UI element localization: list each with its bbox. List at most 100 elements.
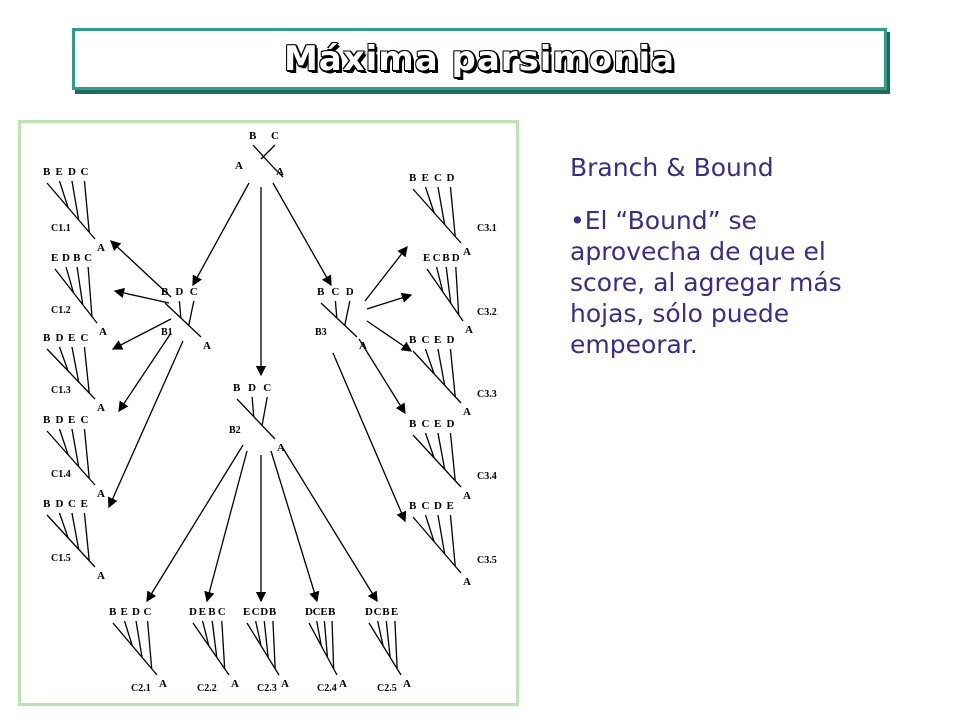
taxon-label: E bbox=[421, 172, 428, 184]
tree-id: C2.4 bbox=[317, 683, 337, 694]
taxon-label: C bbox=[421, 418, 429, 430]
taxon-label: E bbox=[199, 606, 206, 618]
tree-branch bbox=[455, 266, 460, 315]
tree-id: C1.5 bbox=[51, 553, 71, 564]
tree-id: C2.3 bbox=[257, 683, 277, 694]
arrow bbox=[366, 320, 413, 352]
tree-branch bbox=[426, 268, 464, 322]
taxon-label: D bbox=[55, 332, 63, 344]
tree-branch bbox=[65, 266, 75, 293]
tree-branch bbox=[412, 434, 462, 488]
tree-branch bbox=[437, 514, 446, 555]
tree-branch bbox=[76, 266, 84, 305]
taxon-label: E bbox=[68, 332, 75, 344]
taxon-label: B bbox=[442, 252, 450, 264]
taxon-label: E bbox=[121, 606, 128, 618]
taxon-label: D bbox=[55, 414, 63, 426]
root-label: A bbox=[231, 678, 239, 690]
taxon-label: E bbox=[243, 606, 250, 618]
arrow bbox=[110, 240, 172, 298]
arrow bbox=[366, 292, 413, 310]
tree-branch bbox=[71, 346, 80, 383]
arrow bbox=[107, 340, 184, 509]
side-panel: Branch & Bound •El “Bound” se aprovecha … bbox=[570, 152, 890, 360]
root-label: A bbox=[276, 166, 284, 178]
taxon-label: E bbox=[446, 500, 453, 512]
arrow bbox=[146, 444, 244, 603]
tree-branch bbox=[58, 428, 69, 455]
tree-branch bbox=[320, 302, 358, 338]
root-label: A bbox=[463, 490, 471, 502]
root-label: A bbox=[463, 406, 471, 418]
tree-id: C3.1 bbox=[477, 223, 497, 234]
taxon-label: B bbox=[43, 166, 51, 178]
taxon-label: D bbox=[175, 286, 183, 298]
taxon-label: D bbox=[446, 172, 454, 184]
side-heading: Branch & Bound bbox=[570, 153, 774, 182]
tree-branch bbox=[221, 620, 226, 669]
taxon-label: B bbox=[409, 334, 417, 346]
taxon-label: C bbox=[218, 606, 226, 618]
taxon-label: C bbox=[80, 166, 88, 178]
tree-branch bbox=[377, 620, 384, 647]
tree-branch bbox=[449, 186, 456, 237]
tree-branch bbox=[308, 622, 338, 676]
taxon-label: D bbox=[446, 334, 454, 346]
tree-branch bbox=[385, 620, 391, 658]
taxon-label: D bbox=[248, 382, 256, 394]
taxon-label: E bbox=[51, 252, 58, 264]
taxon-label: D bbox=[68, 166, 76, 178]
root-label: A bbox=[99, 326, 107, 338]
tree-branch bbox=[46, 514, 96, 568]
arrow bbox=[270, 450, 320, 603]
tree-id: C1.4 bbox=[51, 469, 71, 480]
taxon-label: E bbox=[423, 252, 430, 264]
tree-branch bbox=[54, 268, 98, 324]
tree-branch bbox=[46, 430, 96, 486]
taxon-label: C bbox=[144, 606, 152, 618]
taxon-label: C bbox=[84, 252, 92, 264]
taxon-label: B bbox=[382, 606, 390, 618]
tree-branch bbox=[368, 622, 402, 676]
tree-branch bbox=[83, 512, 90, 561]
taxon-label: C bbox=[80, 414, 88, 426]
tree-id: B3 bbox=[315, 327, 327, 338]
taxon-label: B bbox=[208, 606, 216, 618]
tree-branch bbox=[123, 620, 133, 647]
tree-id: C2.2 bbox=[197, 683, 217, 694]
tree-id: C1.2 bbox=[51, 305, 71, 316]
tree-branch bbox=[344, 300, 351, 326]
tree-branch bbox=[334, 300, 338, 319]
root-label: A bbox=[339, 678, 347, 690]
taxon-label: C bbox=[433, 252, 441, 264]
root-label: A bbox=[277, 442, 285, 454]
arrow bbox=[111, 318, 172, 350]
taxon-label: D bbox=[189, 606, 197, 618]
taxon-label: C bbox=[313, 606, 321, 618]
tree-id: B2 bbox=[229, 425, 241, 436]
taxon-label: E bbox=[55, 166, 62, 178]
root-label: A bbox=[463, 246, 471, 258]
tree-branch bbox=[412, 350, 462, 404]
arrow bbox=[192, 182, 250, 287]
tree-branch bbox=[201, 620, 210, 647]
tree-branch bbox=[449, 514, 456, 567]
taxon-label: C bbox=[434, 172, 442, 184]
taxon-label: B bbox=[233, 382, 241, 394]
tree-branch bbox=[263, 620, 269, 658]
tree-branch bbox=[445, 266, 452, 304]
title-banner: Máxima parsimonia bbox=[72, 28, 887, 90]
tree-branch bbox=[437, 432, 446, 470]
tree-id: C3.3 bbox=[477, 389, 497, 400]
tree-branch bbox=[83, 428, 90, 479]
tree-branch bbox=[435, 266, 444, 293]
tree-branch bbox=[437, 348, 446, 386]
root-label: A bbox=[97, 488, 105, 500]
taxon-label: C bbox=[421, 500, 429, 512]
tree-branch bbox=[246, 622, 280, 676]
taxon-label: C bbox=[374, 606, 382, 618]
taxon-label: B bbox=[409, 500, 417, 512]
tree-branch bbox=[412, 188, 462, 244]
tree-branch bbox=[255, 620, 262, 647]
taxon-label: D bbox=[305, 606, 313, 618]
